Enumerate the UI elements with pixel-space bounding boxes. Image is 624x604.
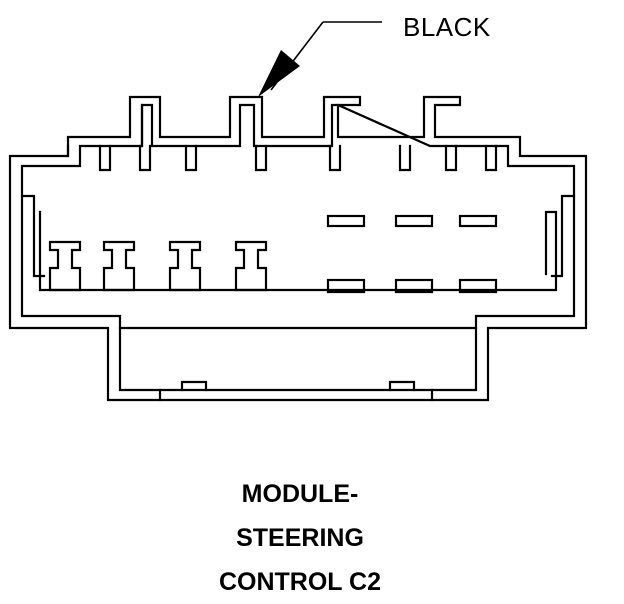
slot-6 bbox=[458, 278, 498, 294]
terminal-1 bbox=[48, 240, 82, 292]
slot-4 bbox=[326, 278, 366, 294]
terminal-slots bbox=[326, 214, 498, 294]
callout-leader bbox=[258, 21, 382, 97]
connector-caption: MODULE- STEERING CONTROL C2 bbox=[0, 472, 600, 604]
terminal-2 bbox=[102, 240, 136, 292]
caption-line-2: STEERING bbox=[236, 524, 364, 552]
caption-line-3: CONTROL C2 bbox=[218, 568, 382, 596]
connector-color-label: BLACK bbox=[403, 12, 491, 42]
slot-2 bbox=[394, 214, 434, 228]
slot-1 bbox=[326, 214, 366, 228]
slot-5 bbox=[394, 278, 434, 294]
terminal-3 bbox=[168, 240, 202, 292]
connector-housing bbox=[8, 95, 588, 402]
terminal-row-left bbox=[48, 240, 268, 292]
terminal-4 bbox=[234, 240, 268, 292]
caption-line-1: MODULE- bbox=[241, 480, 359, 508]
slot-3 bbox=[458, 214, 498, 228]
